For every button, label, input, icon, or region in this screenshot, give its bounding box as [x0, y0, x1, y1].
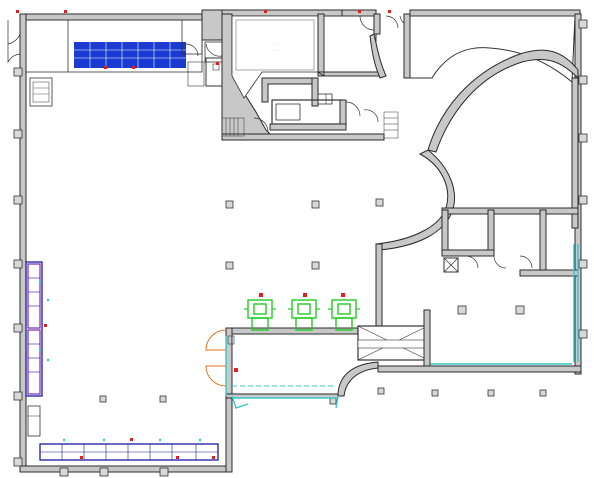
green-unit-2 — [288, 293, 320, 331]
green-unit-3 — [328, 293, 360, 331]
wall-bottom-right — [377, 365, 582, 373]
stair-icon — [221, 117, 245, 137]
entrance — [205, 329, 339, 409]
door-swing-icon — [7, 20, 21, 45]
right-lower-rooms — [225, 207, 579, 399]
svg-text:· · · · · ·: · · · · · · — [271, 49, 282, 53]
rack-top — [74, 42, 186, 68]
rack-left — [25, 261, 50, 437]
green-unit-1 — [244, 293, 276, 331]
rack-bottom — [39, 438, 219, 461]
wall-bottom-left — [19, 465, 233, 473]
wall-top-left — [19, 13, 203, 21]
entrance-door-upper — [205, 329, 227, 351]
wall-top-middle-block — [201, 9, 223, 41]
svg-text:· · · ·: · · · · — [275, 43, 282, 47]
green-units — [244, 293, 360, 331]
columns — [99, 198, 547, 405]
wall-inner-bottom — [225, 395, 233, 473]
entrance-door-lower — [205, 365, 227, 387]
wall-top-right — [409, 9, 581, 17]
wall-inner-left-lower — [225, 327, 233, 399]
top-left-rooms — [7, 10, 227, 107]
service-core: · · · · · · · · · · — [221, 10, 411, 141]
curved-room — [375, 13, 579, 251]
pilasters — [13, 19, 588, 477]
